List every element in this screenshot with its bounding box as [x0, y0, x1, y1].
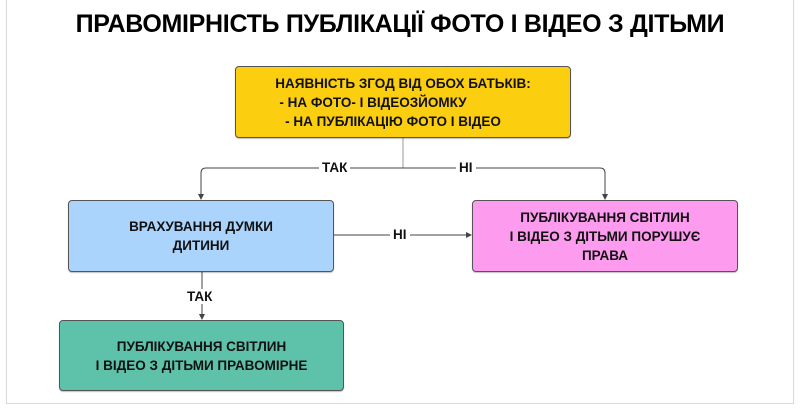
- node-text: І ВІДЕО З ДІТЬМИ ПРАВОМІРНЕ: [95, 357, 308, 373]
- diagram-title: ПРАВОМІРНІСТЬ ПУБЛІКАЦІЇ ФОТО І ВІДЕО З …: [75, 10, 725, 38]
- edge-label-no: НІ: [456, 160, 476, 175]
- node-consent: НАЯВНІСТЬ ЗГОД ВІД ОБОХ БАТЬКІВ: - НА ФО…: [235, 66, 571, 138]
- node-text: ВРАХУВАННЯ ДУМКИ: [129, 219, 273, 234]
- edge-label-yes: ТАК: [184, 289, 216, 304]
- node-text: - НА ПУБЛІКАЦІЮ ФОТО І ВІДЕО: [285, 113, 501, 129]
- node-text: ПУБЛІКУВАННЯ СВІТЛИН: [116, 338, 287, 354]
- connector-consent-no: [403, 167, 608, 200]
- node-text: - НА ФОТО- І ВІДЕОЗЙОМКУ: [279, 94, 467, 110]
- node-text: ПРАВА: [581, 247, 629, 263]
- node-lawful: ПУБЛІКУВАННЯ СВІТЛИН І ВІДЕО З ДІТЬМИ ПР…: [59, 320, 344, 391]
- node-text: І ВІДЕО З ДІТЬМИ ПОРУШУЄ: [509, 228, 701, 244]
- node-violates-rights: ПУБЛІКУВАННЯ СВІТЛИН І ВІДЕО З ДІТЬМИ ПО…: [472, 200, 738, 272]
- node-text: ДИТИНИ: [172, 238, 230, 253]
- diagram-frame: [6, 0, 794, 404]
- node-text: ПУБЛІКУВАННЯ СВІТЛИН: [520, 209, 690, 225]
- edge-label-no: НІ: [390, 227, 410, 242]
- node-child-opinion: ВРАХУВАННЯ ДУМКИ ДИТИНИ: [68, 200, 334, 272]
- node-text: НАЯВНІСТЬ ЗГОД ВІД ОБОХ БАТЬКІВ:: [275, 75, 531, 91]
- connector-consent-yes: [198, 167, 403, 200]
- edge-label-yes: ТАК: [319, 160, 351, 175]
